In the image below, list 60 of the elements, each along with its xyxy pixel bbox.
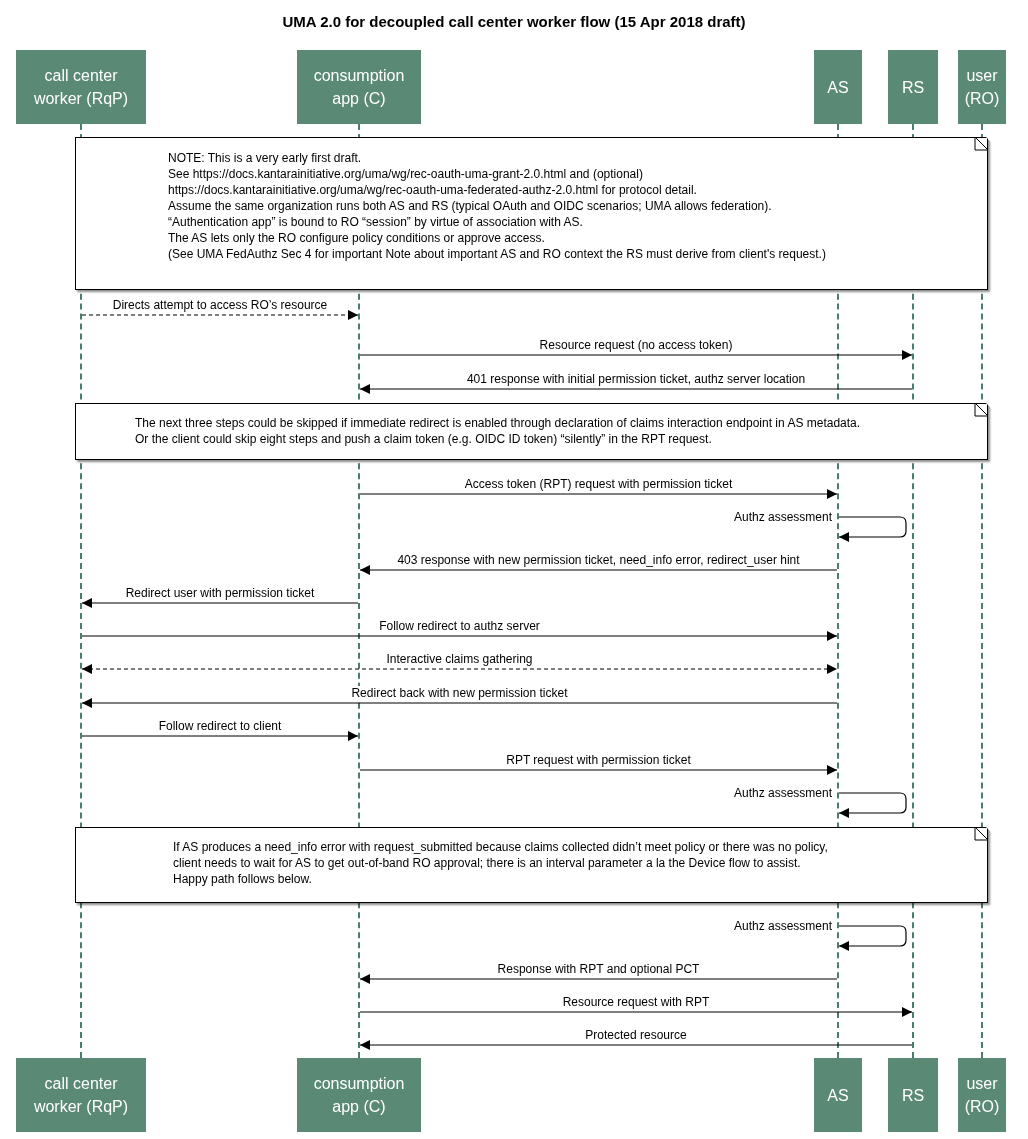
edge-label: Authz assessment xyxy=(731,919,834,933)
note-box xyxy=(75,827,988,903)
message-arrow xyxy=(359,489,838,499)
note-text: If AS produces a need_info error with request_submitted because claims collected didn’t meet policy or there was no policy, xyxy=(173,839,828,855)
edge-label: Authz assessment xyxy=(731,510,834,524)
participant-box: consumption app (C) xyxy=(297,1058,421,1132)
edge-label: Directs attempt to access RO’s resource xyxy=(110,298,330,312)
message-arrow xyxy=(359,350,913,360)
note-box xyxy=(75,403,988,460)
message-arrow xyxy=(359,565,838,575)
edge-label: Protected resource xyxy=(583,1028,689,1042)
note-text: Or the client could skip eight steps and push a claim token (e.g. OIDC ID token) “silently” in the RPT request. xyxy=(135,431,712,447)
message-arrow xyxy=(81,698,838,708)
message-arrow xyxy=(81,598,359,608)
edge-label: Redirect back with new permission ticket xyxy=(349,686,570,700)
note-text: Assume the same organization runs both AS and RS (typical OAuth and OIDC scenarios; UMA allows federation). xyxy=(168,198,772,214)
message-arrow xyxy=(81,310,359,320)
participant-box: RS xyxy=(888,50,938,124)
participant-box: call center worker (RqP) xyxy=(16,50,146,124)
note-text: The AS lets only the RO configure policy conditions or approve access. xyxy=(168,230,545,246)
edge-label: Response with RPT and optional PCT xyxy=(495,962,702,976)
participant-box: call center worker (RqP) xyxy=(16,1058,146,1132)
message-arrow xyxy=(359,1040,913,1050)
note-text: https://docs.kantarainitiative.org/uma/wg/rec-oauth-uma-federated-authz-2.0.html for protocol detail. xyxy=(168,182,697,198)
edge-label: Access token (RPT) request with permission ticket xyxy=(462,477,735,491)
message-arrow xyxy=(81,631,838,641)
message-arrow xyxy=(359,974,838,984)
message-arrow xyxy=(81,731,359,741)
note-text: NOTE: This is a very early first draft. xyxy=(168,150,362,166)
note-text: Happy path follows below. xyxy=(173,871,312,887)
edge-label: Resource request (no access token) xyxy=(537,338,735,352)
participant-box: AS xyxy=(814,50,862,124)
edge-label: 401 response with initial permission ticket, authz server location xyxy=(464,372,808,386)
participant-box: user (RO) xyxy=(958,50,1006,124)
edge-label: Interactive claims gathering xyxy=(384,652,535,666)
diagram-title: UMA 2.0 for decoupled call center worker flow (15 Apr 2018 draft) xyxy=(281,13,747,30)
participant-box: user (RO) xyxy=(958,1058,1006,1132)
edge-label: Redirect user with permission ticket xyxy=(123,586,317,600)
participant-box: AS xyxy=(814,1058,862,1132)
note-text: (See UMA FedAuthz Sec 4 for important Note about important AS and RO context the RS must derive from client's request.) xyxy=(168,246,826,262)
message-arrow xyxy=(359,1007,913,1017)
message-arrow xyxy=(359,765,838,775)
note-text: See https://docs.kantarainitiative.org/uma/wg/rec-oauth-uma-grant-2.0.html and (optional) xyxy=(168,166,643,182)
edge-label: RPT request with permission ticket xyxy=(504,753,693,767)
edge-label: Resource request with RPT xyxy=(560,995,712,1009)
note-text: “Authentication app” is bound to RO “session” by virtue of association with AS. xyxy=(168,214,583,230)
note-text: client needs to wait for AS to get out-of-band RO approval; there is an interval parameter a la the Device flow to assist. xyxy=(173,855,801,871)
self-message-arrow xyxy=(838,792,907,818)
note-box xyxy=(75,137,988,290)
edge-label: Authz assessment xyxy=(731,786,834,800)
edge-label: Follow redirect to client xyxy=(156,719,284,733)
message-arrow xyxy=(359,384,913,394)
note-text: The next three steps could be skipped if immediate redirect is enabled through declaration of claims interaction endpoint in AS metadata. xyxy=(135,415,861,431)
participant-box: consumption app (C) xyxy=(297,50,421,124)
self-message-arrow xyxy=(838,925,907,951)
participant-box: RS xyxy=(888,1058,938,1132)
message-arrow xyxy=(81,664,838,674)
edge-label: 403 response with new permission ticket, need_info error, redirect_user hint xyxy=(395,553,802,567)
self-message-arrow xyxy=(838,516,907,542)
edge-label: Follow redirect to authz server xyxy=(377,619,542,633)
